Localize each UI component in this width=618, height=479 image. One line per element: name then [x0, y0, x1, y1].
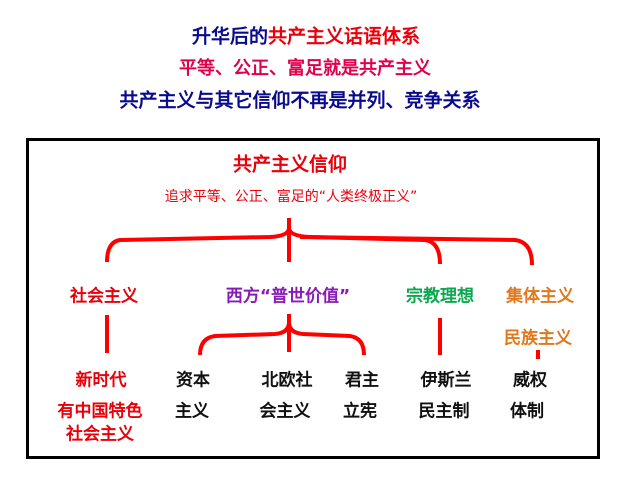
- title-line-2: 平等、公正、富足就是共产主义: [179, 58, 431, 79]
- leaf-nordic-1: 北欧社: [261, 370, 313, 391]
- leaf-monarchy-1: 君主: [345, 370, 379, 391]
- root-subtitle: 追求平等、公正、富足的“人类终极正义”: [164, 189, 418, 205]
- leaf-socialism: 社会主义: [66, 424, 134, 445]
- leaf-capitalism-1: 资本: [176, 370, 210, 391]
- leaf-capitalism-2: 主义: [175, 401, 209, 422]
- title-line-3: 共产主义与其它信仰不再是并列、竞争关系: [119, 89, 481, 112]
- leaf-authoritarian-1: 威权: [513, 370, 547, 391]
- sub-bracket-right: [287, 321, 366, 356]
- bracket-right: [287, 227, 442, 265]
- leaf-islam-1: 伊斯兰: [420, 370, 472, 391]
- leaf-authoritarian-2: 体制: [510, 401, 544, 422]
- leaf-nordic-2: 会主义: [259, 401, 311, 422]
- title-prefix: 升华后的: [191, 25, 268, 48]
- title-line-1: 升华后的共产主义话语体系: [192, 22, 420, 49]
- leaf-islam-2: 民主制: [418, 401, 470, 422]
- bracket-far-right: [299, 235, 534, 266]
- leaf-chinese-characteristics: 有中国特色: [57, 401, 143, 422]
- branch-socialism: 社会主义: [70, 286, 138, 307]
- leaf-new-era: 新时代: [75, 370, 127, 391]
- branch-nationalism: 民族主义: [504, 328, 572, 349]
- branch-western-values: 西方“普世价值”: [225, 286, 351, 307]
- title-highlight: 共产主义话语体系: [268, 25, 421, 48]
- branch-collectivism: 集体主义: [506, 286, 574, 307]
- bracket-left: [105, 227, 291, 263]
- root-title: 共产主义信仰: [232, 153, 348, 176]
- diagram-frame: [26, 138, 600, 459]
- leaf-monarchy-2: 立宪: [343, 401, 377, 422]
- branch-religion: 宗教理想: [406, 286, 474, 307]
- sub-bracket-left: [198, 321, 291, 356]
